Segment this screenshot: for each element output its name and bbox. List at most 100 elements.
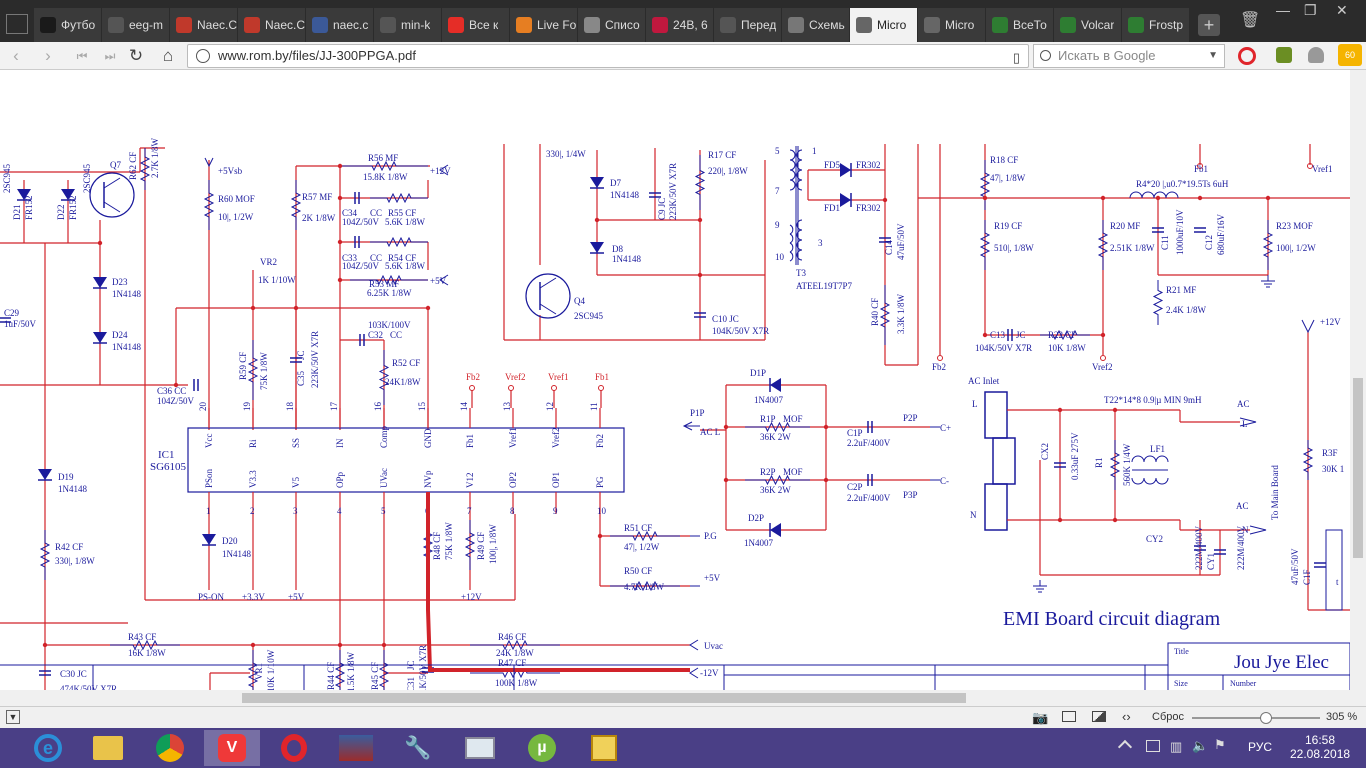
tools-icon[interactable]: 🔧 xyxy=(404,735,432,760)
tab-10[interactable]: Перед xyxy=(714,8,781,42)
tab-1[interactable]: eeg-m xyxy=(102,8,169,42)
clock[interactable]: 16:58 22.08.2018 xyxy=(1290,733,1350,761)
last-page-icon[interactable]: ⏭ xyxy=(104,49,116,63)
address-bar[interactable]: www.rom.by/files/JJ-300PPGA.pdf ▯ xyxy=(187,44,1029,68)
component-label: D7 xyxy=(610,178,621,188)
bookmark-icon[interactable]: ▯ xyxy=(1012,50,1020,65)
tab-14[interactable]: ВсеТо xyxy=(986,8,1053,42)
vivaldi-icon[interactable]: V xyxy=(204,730,260,766)
component-label: AC Inlet xyxy=(968,376,1000,386)
component-label: CC xyxy=(370,208,382,218)
reset-zoom-button[interactable]: Сброс xyxy=(1152,711,1184,723)
ghost-icon[interactable] xyxy=(1308,47,1324,63)
ic-sg6105 xyxy=(187,427,625,493)
game-icon[interactable] xyxy=(328,730,384,766)
zoom-slider-handle[interactable] xyxy=(1260,712,1272,724)
component-label: FD5 xyxy=(824,160,841,170)
tab-8[interactable]: Списо xyxy=(578,8,645,42)
inductor xyxy=(1129,191,1179,199)
tab-4[interactable]: naec.c xyxy=(306,8,373,42)
network-icon[interactable]: ▥ xyxy=(1170,739,1183,754)
camera-icon[interactable]: 📷 xyxy=(1032,710,1049,725)
junction xyxy=(594,217,600,223)
trash-icon[interactable]: 🗑 xyxy=(1240,12,1261,29)
display-icon[interactable] xyxy=(1146,740,1160,752)
new-tab-button[interactable]: + xyxy=(1198,14,1220,36)
tab-16[interactable]: Frostp xyxy=(1122,8,1189,42)
tab-15[interactable]: Volcar xyxy=(1054,8,1121,42)
tab-5[interactable]: min-k xyxy=(374,8,441,42)
window-icon[interactable] xyxy=(1062,711,1076,722)
close-icon[interactable]: ✕ xyxy=(1336,2,1348,18)
component-label: 6.25K 1/8W xyxy=(367,288,412,298)
component-label: Q4 xyxy=(574,296,585,306)
chrome-icon[interactable] xyxy=(142,730,198,766)
tab-13[interactable]: Micro xyxy=(918,8,985,42)
utorrent-icon[interactable]: µ xyxy=(514,730,570,766)
opera-taskbar-icon[interactable] xyxy=(266,730,322,766)
tab-menu-icon[interactable] xyxy=(6,14,28,34)
vertical-scrollbar[interactable] xyxy=(1350,70,1366,706)
tab-9[interactable]: 24В, 6 xyxy=(646,8,713,42)
scroll-thumb[interactable] xyxy=(242,693,966,703)
tab-12[interactable]: Micro xyxy=(850,8,917,42)
facebook-icon xyxy=(312,17,328,33)
pin-number: 2 xyxy=(250,506,255,516)
component-label: 1N4007 xyxy=(754,395,783,405)
component-label: ATEEL19T7P7 xyxy=(796,281,852,291)
component-label: N xyxy=(1242,525,1249,535)
extension-icon[interactable] xyxy=(1276,47,1292,63)
minimize-icon[interactable]: — xyxy=(1276,2,1290,18)
first-page-icon[interactable]: ⏮ xyxy=(76,49,88,63)
monitor-icon[interactable] xyxy=(452,730,508,766)
back-icon[interactable]: ‹ xyxy=(13,46,19,65)
ie-icon[interactable]: e xyxy=(20,730,76,766)
chevron-down-icon[interactable]: ▼ xyxy=(1208,50,1218,61)
search-input[interactable]: Искать в Google ▼ xyxy=(1033,44,1225,68)
badge-icon[interactable]: 60 xyxy=(1338,44,1362,66)
flag-icon[interactable]: ⚑ xyxy=(1214,737,1226,752)
resistor xyxy=(464,520,476,570)
document-icon[interactable] xyxy=(576,730,632,766)
forward-icon[interactable]: › xyxy=(45,46,51,65)
component-label: R55 CF xyxy=(388,208,416,218)
panel-toggle-icon[interactable]: ▼ xyxy=(6,710,20,724)
component-label: +5Vsb xyxy=(218,166,243,176)
ic-ref: IC1 xyxy=(158,449,175,461)
component-label: +5V xyxy=(288,592,305,602)
globe-icon xyxy=(196,49,210,63)
reload-icon[interactable]: ↻ xyxy=(128,46,144,65)
opera-icon[interactable] xyxy=(1238,47,1256,65)
tab-6[interactable]: Все к xyxy=(442,8,509,42)
component-label: 223K/50V X7R xyxy=(668,163,678,220)
clock-date: 22.08.2018 xyxy=(1290,747,1351,761)
tab-2[interactable]: Naec.C xyxy=(170,8,237,42)
component-label: 104K/50V X7R xyxy=(975,343,1032,353)
tab-0[interactable]: Футбо xyxy=(34,8,101,42)
horizontal-scrollbar[interactable] xyxy=(0,690,1350,706)
restore-icon[interactable]: ❐ xyxy=(1304,2,1317,18)
code-icon[interactable]: ‹› xyxy=(1122,709,1131,724)
vse-icon xyxy=(1060,17,1076,33)
tray-expand-icon[interactable] xyxy=(1117,739,1133,755)
tab-7[interactable]: Live Fo xyxy=(510,8,577,42)
component-label: D22 xyxy=(56,205,66,221)
transformer-coil xyxy=(796,179,803,191)
junction xyxy=(381,642,387,648)
scroll-thumb[interactable] xyxy=(1353,378,1363,558)
resistor xyxy=(694,155,706,210)
component-label: C34 xyxy=(342,208,358,218)
zoom-slider[interactable] xyxy=(1192,712,1320,724)
junction xyxy=(823,424,829,430)
image-icon[interactable] xyxy=(1092,711,1106,722)
tab-3[interactable]: Naec.C xyxy=(238,8,305,42)
junction xyxy=(173,382,179,388)
language-indicator[interactable]: РУС xyxy=(1248,740,1273,754)
volume-icon[interactable]: 🔈 xyxy=(1192,738,1209,753)
home-icon[interactable]: ⌂ xyxy=(162,46,174,65)
resistor xyxy=(610,530,680,542)
junction xyxy=(250,305,256,311)
folder-icon[interactable] xyxy=(80,730,136,766)
tab-11[interactable]: Схемь xyxy=(782,8,849,42)
